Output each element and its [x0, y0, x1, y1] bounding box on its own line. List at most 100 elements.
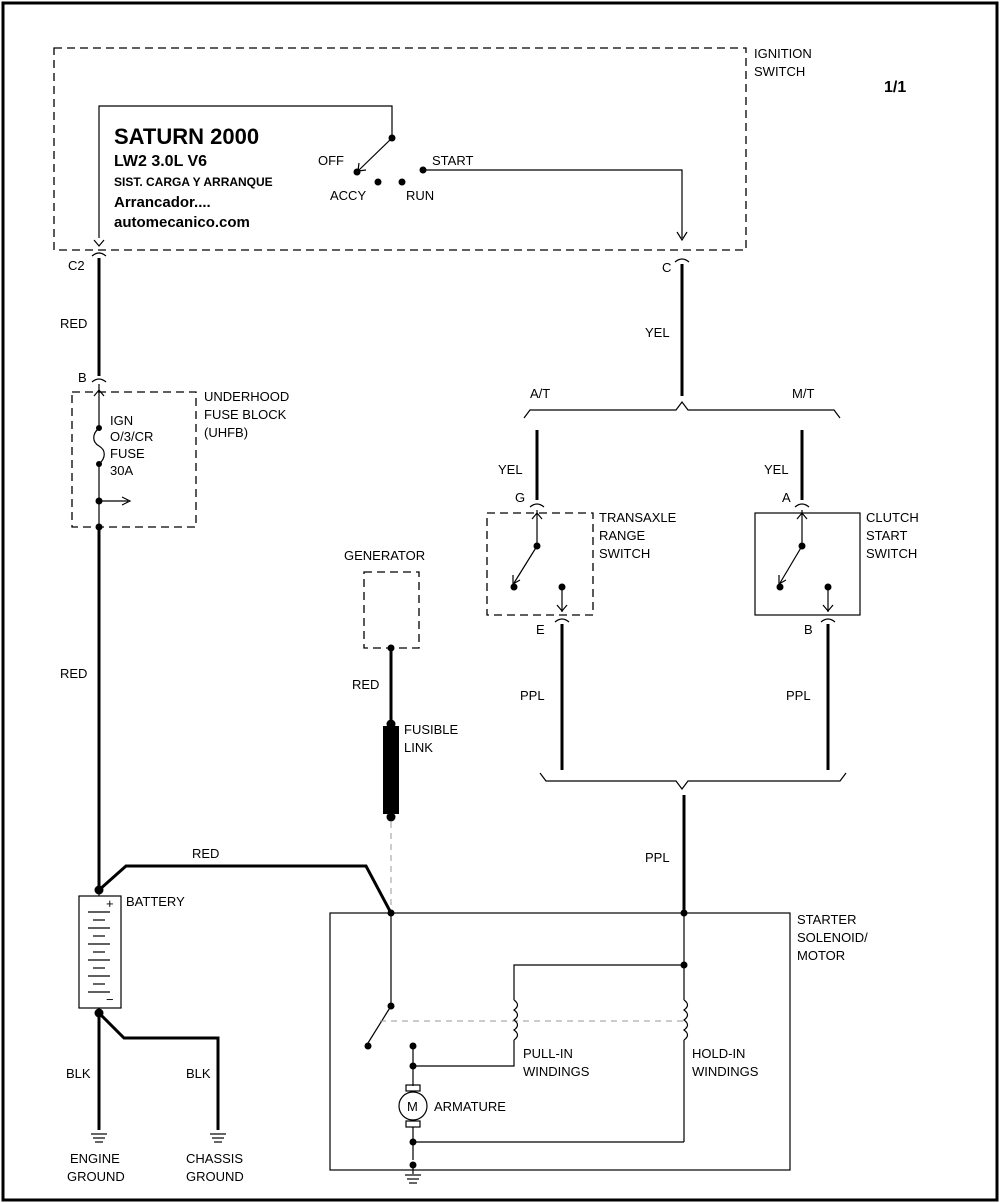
off-contact — [353, 168, 361, 176]
generator-box — [363, 571, 420, 649]
fuse-label-2: O/3/CR — [110, 429, 153, 444]
ignition-internal-wire — [98, 105, 393, 238]
blk-wire-engine-label: BLK — [66, 1066, 91, 1081]
starter-solenoid-motor: STARTER SOLENOID/ MOTOR M ARMATURE — [329, 909, 868, 1184]
ppl-wire-mt-label: PPL — [786, 688, 811, 703]
ignition-switch-label-2: SWITCH — [754, 64, 805, 79]
generator: GENERATOR — [344, 548, 425, 652]
starter-ground-icon — [405, 1174, 421, 1184]
e-connector-label: E — [536, 622, 545, 637]
chassis-ground-label-1: CHASSIS — [186, 1151, 243, 1166]
blk-wire-chassis — [97, 1011, 220, 1130]
yel-wire-at-label: YEL — [498, 462, 523, 477]
branch-bracket-bottom — [539, 772, 847, 790]
starter-label-1: STARTER — [797, 912, 856, 927]
engine-ground-label-1: ENGINE — [70, 1151, 120, 1166]
off-label: OFF — [318, 153, 344, 168]
clutch-label-2: START — [866, 528, 907, 543]
title-make-year: SATURN 2000 — [114, 124, 259, 149]
clutch-switch-box — [754, 512, 861, 616]
title-model: LW2 3.0L V6 — [114, 153, 207, 170]
c-connector-label: C — [662, 260, 671, 275]
pull-in-label-1: PULL-IN — [523, 1046, 573, 1061]
c2-label: C2 — [68, 258, 85, 273]
red-wire-generator-label: RED — [352, 677, 379, 692]
start-label: START — [432, 153, 473, 168]
branch-bracket-top — [523, 401, 841, 419]
ignition-switch: IGNITION SWITCH OFF ACCY RUN START — [53, 46, 812, 251]
ppl-wire-at-label: PPL — [520, 688, 545, 703]
battery: + − BATTERY — [78, 885, 185, 1018]
starter-label-2: SOLENOID/ — [797, 930, 868, 945]
chassis-ground-label-2: GROUND — [186, 1169, 244, 1184]
starter-label-3: MOTOR — [797, 948, 845, 963]
b-connector-label: B — [78, 370, 87, 385]
fuse-block-label-1: UNDERHOOD — [204, 389, 289, 404]
title-website: automecanico.com — [114, 214, 250, 231]
b2-connector-label: B — [804, 622, 813, 637]
fuse-block-label-2: FUSE BLOCK — [204, 407, 287, 422]
ignition-switch-box — [53, 47, 747, 251]
transaxle-switch-box — [486, 512, 594, 616]
battery-label: BATTERY — [126, 894, 185, 909]
battery-plus: + — [106, 896, 114, 911]
fusible-link-label-1: FUSIBLE — [404, 722, 459, 737]
underhood-fuse-block: B IGN O/3/CR FUSE 30A UNDERHOOD FUSE BLO… — [71, 370, 289, 528]
fuse-label-4: 30A — [110, 463, 133, 478]
start-wire — [423, 169, 683, 238]
connector-c2: C2 — [68, 239, 107, 273]
clutch-start-switch: A B CLUTCH START SWITCH — [754, 490, 919, 637]
transaxle-label-1: TRANSAXLE — [599, 510, 677, 525]
accy-contact — [374, 178, 382, 186]
hold-in-label-2: WINDINGS — [692, 1064, 759, 1079]
at-branch-label: A/T — [530, 386, 550, 401]
fusible-link-label-2: LINK — [404, 740, 433, 755]
red-wire-mid-label: RED — [60, 666, 87, 681]
a-connector-label: A — [782, 490, 791, 505]
yel-wire-main-label: YEL — [645, 325, 670, 340]
accy-label: ACCY — [330, 188, 366, 203]
fusible-link-body — [383, 726, 399, 814]
fuse-label-1: IGN — [110, 413, 133, 428]
generator-label: GENERATOR — [344, 548, 425, 563]
fuse-block-label-3: (UHFB) — [204, 425, 248, 440]
yel-wire-mt-label: YEL — [764, 462, 789, 477]
engine-ground-icon — [91, 1133, 107, 1143]
title-circuit: Arrancador.... — [114, 194, 211, 211]
blk-wire-chassis-label: BLK — [186, 1066, 211, 1081]
red-wire-battery-label: RED — [192, 846, 219, 861]
pull-in-label-2: WINDINGS — [523, 1064, 590, 1079]
title-system: SIST. CARGA Y ARRANQUE — [114, 175, 273, 189]
transaxle-range-switch: G E TRANSAXLE RANGE SWITCH — [486, 490, 677, 637]
connector-c: C — [662, 258, 690, 275]
armature-label: ARMATURE — [434, 1099, 506, 1114]
chassis-ground-icon — [210, 1133, 226, 1143]
red-wire-top-label: RED — [60, 316, 87, 331]
transaxle-label-2: RANGE — [599, 528, 646, 543]
armature-motor-symbol: M — [407, 1099, 418, 1114]
hold-in-coil — [682, 999, 689, 1041]
hold-in-label-1: HOLD-IN — [692, 1046, 745, 1061]
starter-box — [329, 912, 791, 1171]
pull-in-coil — [512, 999, 519, 1041]
battery-minus: − — [106, 992, 114, 1007]
clutch-label-3: SWITCH — [866, 546, 917, 561]
battery-box — [78, 895, 122, 1009]
page-number: 1/1 — [884, 79, 906, 96]
run-label: RUN — [406, 188, 434, 203]
armature-motor-icon — [398, 1091, 428, 1121]
ppl-wire-main-label: PPL — [645, 850, 670, 865]
fusible-link: FUSIBLE LINK — [383, 719, 459, 822]
red-wire-battery — [98, 864, 393, 914]
title-block: SATURN 2000 LW2 3.0L V6 SIST. CARGA Y AR… — [114, 124, 273, 231]
run-contact — [398, 178, 406, 186]
ignition-switch-label: IGNITION — [754, 46, 812, 61]
transaxle-label-3: SWITCH — [599, 546, 650, 561]
engine-ground-label-2: GROUND — [67, 1169, 125, 1184]
fuse-symbol — [93, 427, 105, 465]
fuse-label-3: FUSE — [110, 446, 145, 461]
mt-branch-label: M/T — [792, 386, 814, 401]
g-connector-label: G — [515, 490, 525, 505]
